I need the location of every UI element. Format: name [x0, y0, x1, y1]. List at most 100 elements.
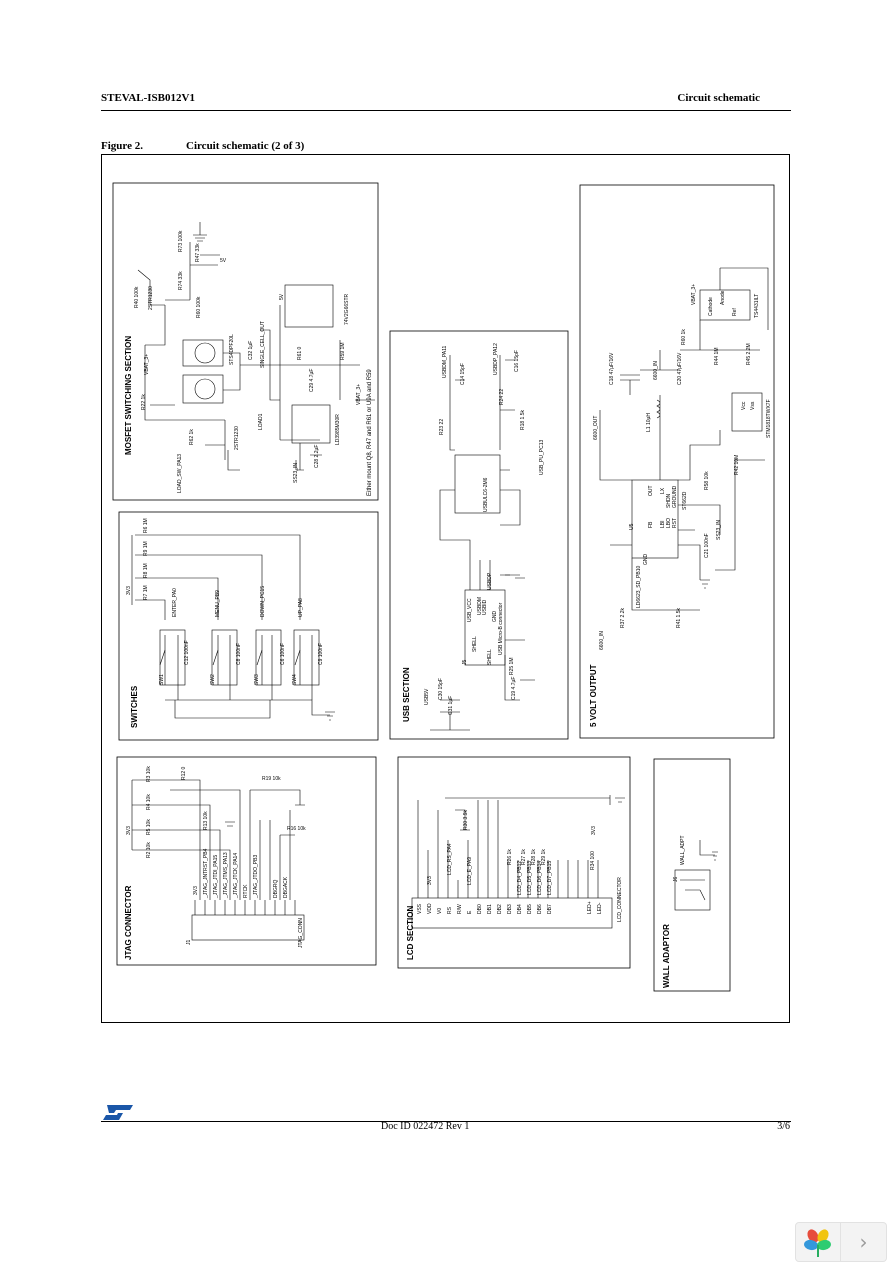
lcd-connector-body: [411, 897, 613, 929]
mosfet-5v-net-2: 5V: [279, 293, 285, 300]
mosfet-5v-net: 5V: [220, 258, 227, 264]
usb-connector-label: USB Micro-B connector: [498, 602, 504, 655]
five-volt-c18-label: C18 47µF/16V: [609, 352, 615, 385]
five-volt-pin-lbi: LBI: [660, 520, 666, 528]
lcd-pin-v0: V0: [437, 908, 443, 914]
usb-dp-pin: USBDP: [487, 572, 493, 590]
lcd-net-d7: LCD_D7_PB15: [547, 861, 553, 895]
switch-r9-label: R9 1M: [143, 541, 149, 556]
lcd-r29-label: R29 1k: [541, 849, 547, 865]
jtag-section-frame: [116, 756, 377, 966]
mosfet-c32-label: C32 1µF: [248, 341, 254, 360]
mosfet-load1-net: LOAD1: [258, 413, 264, 430]
wall-jack-body: [674, 869, 711, 911]
lcd-net-d6: LCD_D6_PB14: [537, 861, 543, 895]
switch-up-net: UP_PA8: [298, 598, 304, 617]
five-volt-r58-label: R58 10k: [704, 471, 710, 490]
switch-c9-label: C9 100nF: [318, 643, 324, 665]
viewer-logo-button[interactable]: [795, 1222, 841, 1262]
usb-c16-label: C16 15pF: [514, 350, 520, 372]
switch-enter-net: ENTER_PA0: [172, 588, 178, 617]
mosfet-ss23-net: SS23_IN: [293, 463, 299, 483]
jtag-3v3-net-b: 3V3: [193, 886, 199, 895]
lcd-pin-db4: DB4: [517, 904, 523, 914]
usb-c19-label: C19 4.7µF: [511, 677, 517, 700]
mosfet-r62-label: R62 1k: [189, 429, 195, 445]
u11-chip: [699, 289, 751, 321]
five-volt-pin-cathode: Cathode: [708, 297, 714, 316]
lcd-section-frame: [397, 756, 631, 969]
mosfet-r73-label: R73 100k: [178, 230, 184, 252]
five-volt-c21-label: C21 100nF: [704, 533, 710, 558]
figure-label: Figure 2.: [101, 140, 143, 152]
u5-chip: [631, 479, 679, 559]
lcd-pin-db3: DB3: [507, 904, 513, 914]
five-volt-sd-net: LD6623_SD_PB10: [636, 566, 642, 608]
switch-r6-label: R6 1M: [143, 518, 149, 533]
viewer-next-button[interactable]: ›: [841, 1222, 887, 1262]
footer-rule: [101, 1121, 791, 1122]
switch-r7-label: R7 1M: [143, 585, 149, 600]
mosfet-r60-label: R60 100k: [196, 296, 202, 318]
lcd-pin-db6: DB6: [537, 904, 543, 914]
mosfet-r40-label: R40 100k: [134, 286, 140, 308]
lcd-pin-rs: RS: [447, 906, 453, 914]
mosfet-q9-part: 2STR1230: [234, 426, 240, 450]
lcd-pin-db2: DB2: [497, 904, 503, 914]
switch-sw3-label: SW3: [254, 674, 260, 685]
five-volt-pin-ground: GROUND: [672, 485, 678, 508]
five-volt-pin-rst: RST: [672, 518, 678, 528]
switch-c12-label: C12 100nF: [184, 640, 190, 665]
header-section-title: Circuit schematic: [677, 92, 760, 104]
usb-dm-pin: USBDM: [477, 597, 483, 615]
switch-sw2-label: SW2: [210, 674, 216, 685]
usb-id-pin: USBID: [482, 599, 488, 615]
usb-r25-label: R25 1M: [509, 657, 515, 675]
usb-usbdp-net: USBDP_PA12: [493, 343, 499, 375]
lcd-net-rs: LCD_RS_PA4: [447, 843, 453, 875]
chevron-right-icon: ›: [859, 1230, 868, 1254]
jtag-r3-label: R3 10k: [146, 766, 152, 782]
lcd-pin-led-minus: LED-: [597, 902, 603, 914]
u10-chip: [731, 392, 763, 432]
lcd-net-3v3-b: 3V3: [591, 826, 597, 835]
st-logo: [103, 1105, 133, 1120]
lcd-pin-rw: R/W: [457, 904, 463, 914]
lcd-pin-vdd: VDD: [427, 903, 433, 914]
lcd-net-d4: LCD_D4_PB12: [517, 861, 523, 895]
mosfet-mount-note: Either mount Q8, R47 and R61 or U9A and …: [367, 369, 373, 496]
usb-shell-pin-2: SHELL: [487, 649, 493, 665]
jtag-sig-jtms: _JTAG_JTMS_PA13: [223, 852, 229, 899]
header-doc-code: STEVAL-ISB012V1: [101, 92, 195, 104]
switch-c8-label: C8 100nF: [236, 643, 242, 665]
jtag-3v3-net: 3V3: [126, 826, 132, 835]
lcd-r27-label: R27 1k: [521, 849, 527, 865]
jtag-sig-dbgack: DBGACK: [283, 876, 289, 898]
usb-shell-pin: SHELL: [472, 636, 478, 652]
switch-sw4-label: SW4: [292, 674, 298, 685]
lcd-net-3v3: 3V3: [427, 876, 433, 885]
lcd-r26-label: R26 1k: [507, 849, 513, 865]
lcd-pin-vss: VSS: [417, 903, 423, 914]
five-volt-gnd-net: GND: [643, 554, 649, 566]
lcd-net-d5: LCD_D5_PB13: [527, 861, 533, 895]
figure-frame: [101, 154, 790, 1023]
switch-sw1-label: SW1: [159, 674, 165, 685]
five-volt-section-frame: [579, 184, 775, 739]
usb-section-title: USB SECTION: [402, 667, 411, 722]
switches-section-frame: [118, 511, 379, 741]
usb-5v-net: USB5V: [424, 688, 430, 705]
five-volt-u5-label: U5: [629, 523, 635, 530]
five-volt-vbat-net: VBAT_3+: [691, 284, 697, 305]
five-volt-pin-anode: Anode: [720, 290, 726, 305]
mosfet-r59-label: R59 1M: [340, 342, 346, 360]
mosfet-q8-part: 2STR1230: [148, 286, 154, 310]
mosfet-r47-label: R47 33k: [195, 243, 201, 262]
five-volt-6600-in-net: 6600_IN: [653, 361, 659, 380]
jtag-r12-label: R12 0: [181, 766, 187, 780]
jtag-r2-label: R2 10k: [146, 842, 152, 858]
mosfet-u8-part: LD3985M30R: [335, 414, 341, 445]
five-volt-pin-lbo: LBO: [666, 518, 672, 528]
jtag-sig-jtdo: _JTAG_JTDO_PB3: [253, 855, 259, 899]
jtag-sig-jtdi: _JTAG_JTDI_PA15: [213, 855, 219, 899]
